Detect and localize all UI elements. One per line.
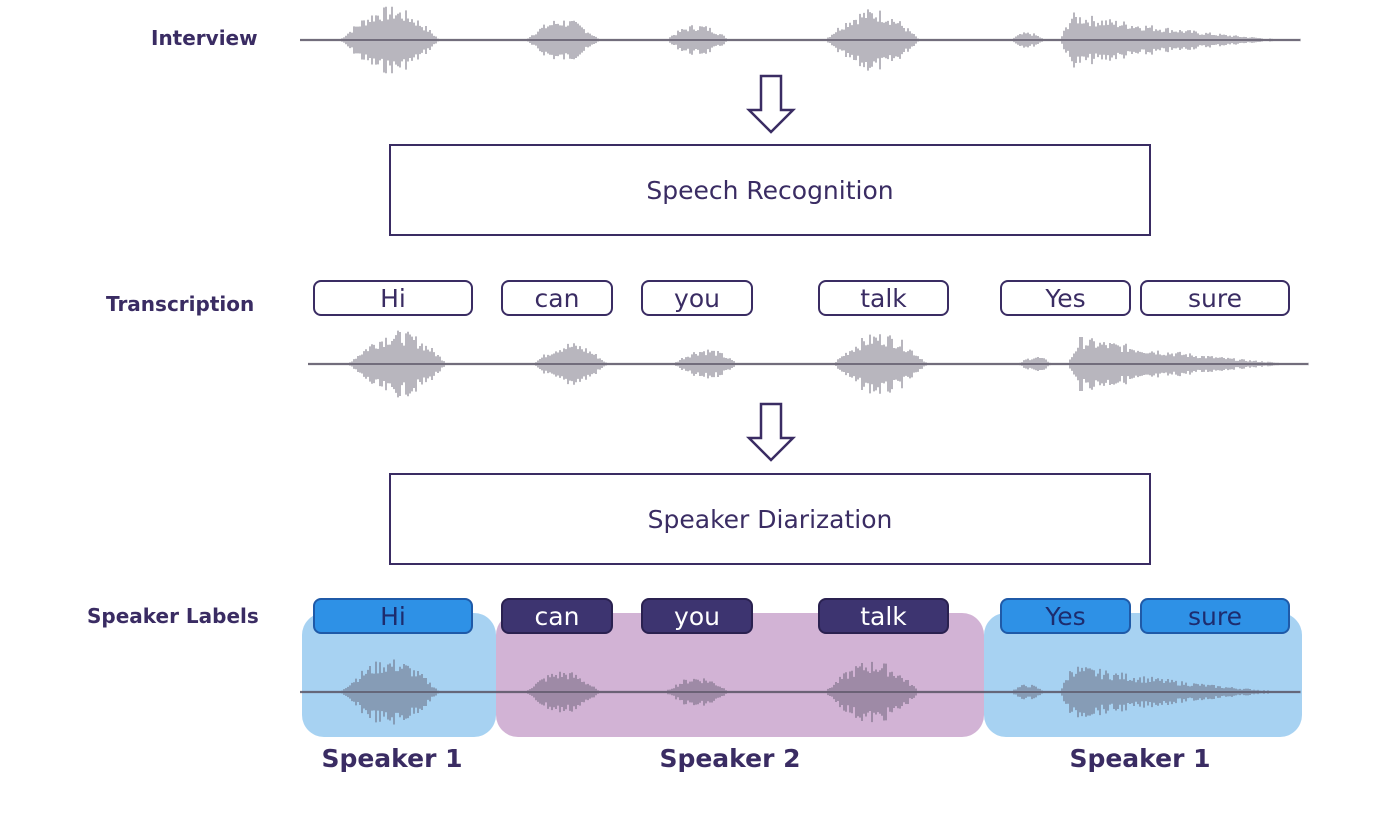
waveform-lines xyxy=(300,6,1301,74)
down-arrow-icon xyxy=(745,402,797,462)
speaker-name: Speaker 1 xyxy=(321,744,463,773)
speaker-2-word: can xyxy=(501,598,613,634)
transcription-label: Transcription xyxy=(106,292,255,316)
speaker-1-word: Hi xyxy=(313,598,473,634)
word-text: sure xyxy=(1188,601,1242,631)
speaker-1-word: sure xyxy=(1140,598,1290,634)
down-arrow-icon xyxy=(745,74,797,134)
speaker-name: Speaker 2 xyxy=(659,744,801,773)
word-text: can xyxy=(534,283,580,313)
speaker-2-word: talk xyxy=(818,598,949,634)
transcript-word: talk xyxy=(818,280,949,316)
speech-recognition-text: Speech Recognition xyxy=(646,175,894,205)
word-text: sure xyxy=(1188,283,1242,313)
speaker-2-word: you xyxy=(641,598,753,634)
word-text: you xyxy=(674,283,720,313)
waveform-lines xyxy=(308,330,1309,398)
word-text: Yes xyxy=(1045,601,1086,631)
speaker-diarization-text: Speaker Diarization xyxy=(647,504,893,534)
transcript-word: Yes xyxy=(1000,280,1131,316)
transcript-word: sure xyxy=(1140,280,1290,316)
speaker-labels-label: Speaker Labels xyxy=(87,604,259,628)
speech-recognition-box: Speech Recognition xyxy=(389,144,1151,236)
word-text: talk xyxy=(860,283,907,313)
speaker-labels-waveform xyxy=(300,659,1301,725)
speaker-1-word: Yes xyxy=(1000,598,1131,634)
transcript-word: Hi xyxy=(313,280,473,316)
word-text: Hi xyxy=(380,283,406,313)
word-text: talk xyxy=(860,601,907,631)
transcription-waveform xyxy=(308,330,1309,398)
waveform-lines xyxy=(300,659,1301,725)
transcript-word: you xyxy=(641,280,753,316)
word-text: you xyxy=(674,601,720,631)
speaker-name: Speaker 1 xyxy=(1069,744,1211,773)
word-text: can xyxy=(534,601,580,631)
interview-waveform xyxy=(300,6,1301,74)
speaker-diarization-box: Speaker Diarization xyxy=(389,473,1151,565)
transcript-word: can xyxy=(501,280,613,316)
interview-label: Interview xyxy=(151,26,258,50)
word-text: Hi xyxy=(380,601,406,631)
word-text: Yes xyxy=(1045,283,1086,313)
